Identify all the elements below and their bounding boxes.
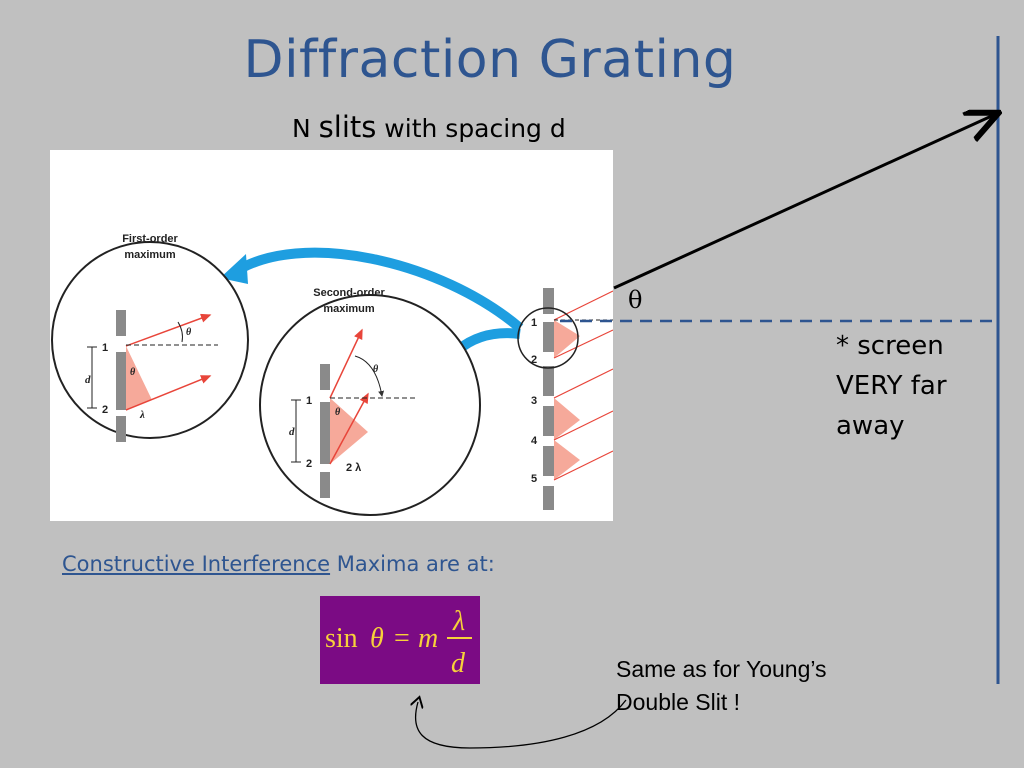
first-d-label: d <box>85 374 91 386</box>
first-lambda-label: λ <box>139 409 145 421</box>
grating-slit-5: 5 <box>531 473 537 485</box>
blue-arrowhead-first <box>220 254 248 284</box>
same-note-line: Same as for Young’s <box>616 656 827 682</box>
screen-note-line: * screen <box>836 331 944 361</box>
first-slit-1: 1 <box>102 342 108 354</box>
formula-m: m <box>418 623 438 654</box>
screen-note-line: away <box>836 411 905 441</box>
second-slit-1: 1 <box>306 395 312 407</box>
diffraction-figure-svg: First-order maximum 1 2 d θ θ λ Second-o… <box>51 233 613 516</box>
grating-slit-2: 2 <box>531 354 537 366</box>
first-order-label-1: First-order <box>122 233 178 245</box>
blue-curved-arrow-first <box>232 247 524 332</box>
same-as-young-note: Same as for Young’s Double Slit ! <box>616 653 827 719</box>
formula-denominator: d <box>451 648 466 679</box>
formula-sin: sin <box>325 623 358 654</box>
grating-slit-3: 3 <box>531 395 537 407</box>
slide-title: Diffraction Grating <box>243 30 737 90</box>
theta-label: θ <box>628 286 643 314</box>
ray-arrow <box>613 114 996 290</box>
first-order-circle <box>51 241 249 439</box>
formula-box: sin θ = m λ d <box>320 596 480 684</box>
grating: 1 2 3 4 5 <box>517 288 613 510</box>
grating-slit-4: 4 <box>531 435 538 447</box>
second-slit-2: 2 <box>306 458 312 470</box>
grating-slit-1: 1 <box>531 317 537 329</box>
constructive-interference-link[interactable]: Constructive Interference <box>62 552 331 576</box>
first-theta-out: θ <box>186 327 192 338</box>
second-d-label: d <box>289 426 295 438</box>
screen-note-line: VERY far <box>836 371 947 401</box>
maxima-text: Maxima are at: <box>330 552 495 576</box>
same-note-line: Double Slit ! <box>616 689 741 715</box>
second-order-label-2: maximum <box>323 303 375 315</box>
second-order-label-1: Second-order <box>313 287 385 299</box>
first-slit-2: 2 <box>102 404 108 416</box>
second-theta-in: θ <box>335 407 341 418</box>
formula-numerator: λ <box>452 606 465 637</box>
second-order-circle <box>259 294 481 516</box>
constructive-line: Constructive Interference Maxima are at: <box>62 552 495 576</box>
diffraction-figure: First-order maximum 1 2 d θ θ λ Second-o… <box>50 150 613 521</box>
slide-subtitle: N slits with spacing d <box>292 110 566 144</box>
formula-theta: θ <box>370 623 384 654</box>
first-order-path-triangle <box>126 346 152 410</box>
subtitle-n: N <box>292 114 319 143</box>
second-theta-out: θ <box>373 364 379 375</box>
subtitle-rest: with spacing d <box>376 114 566 143</box>
first-order-label-2: maximum <box>124 249 176 261</box>
formula-equals: = <box>394 623 410 654</box>
screen-note: * screen VERY far away <box>836 326 947 446</box>
formula-svg: sin θ = m λ d <box>325 606 472 679</box>
first-theta-in: θ <box>130 367 136 378</box>
pointer-curve <box>416 700 627 749</box>
second-two-lambda-label: 2 λ <box>346 462 361 474</box>
subtitle-slits: slits <box>318 110 377 144</box>
